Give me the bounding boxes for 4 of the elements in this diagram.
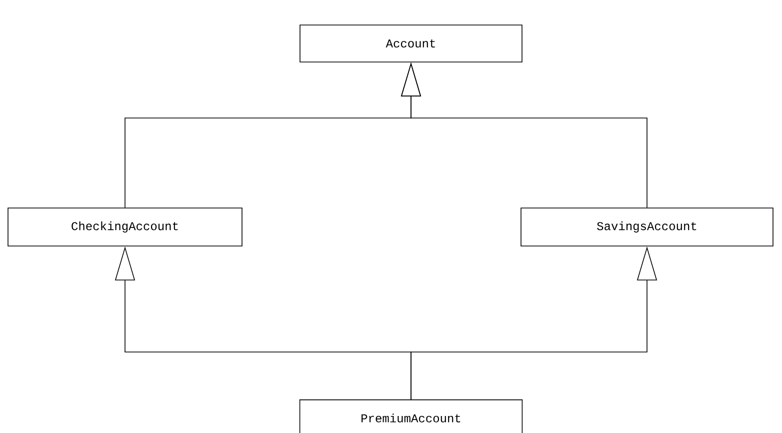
class-box: CheckingAccount [8, 208, 242, 246]
class-box: Account [300, 24, 522, 62]
class-box: SavingsAccount [520, 208, 774, 246]
class-box: PremiumAccount [299, 399, 523, 433]
